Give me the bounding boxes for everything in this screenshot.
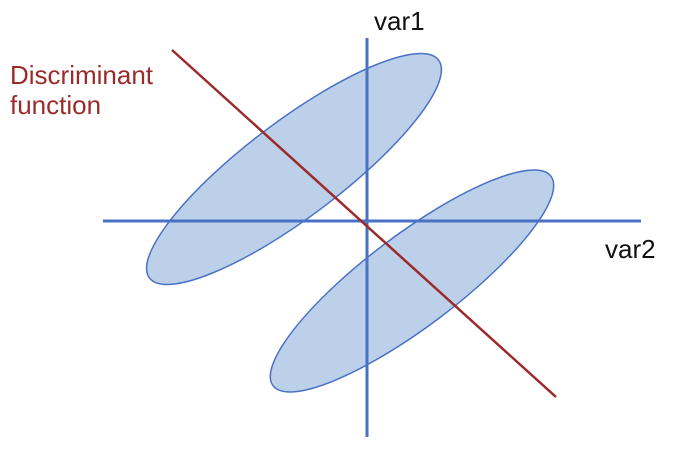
var2-axis-label: var2 bbox=[605, 234, 656, 264]
discriminant-function-label: Discriminant function bbox=[10, 60, 153, 120]
discriminant-label-line1: Discriminant bbox=[10, 60, 154, 90]
discriminant-label-line2: function bbox=[10, 90, 102, 120]
group-ellipse-lower bbox=[269, 169, 555, 393]
var1-axis-label: var1 bbox=[374, 6, 425, 36]
discriminant-function-line bbox=[171, 49, 557, 398]
